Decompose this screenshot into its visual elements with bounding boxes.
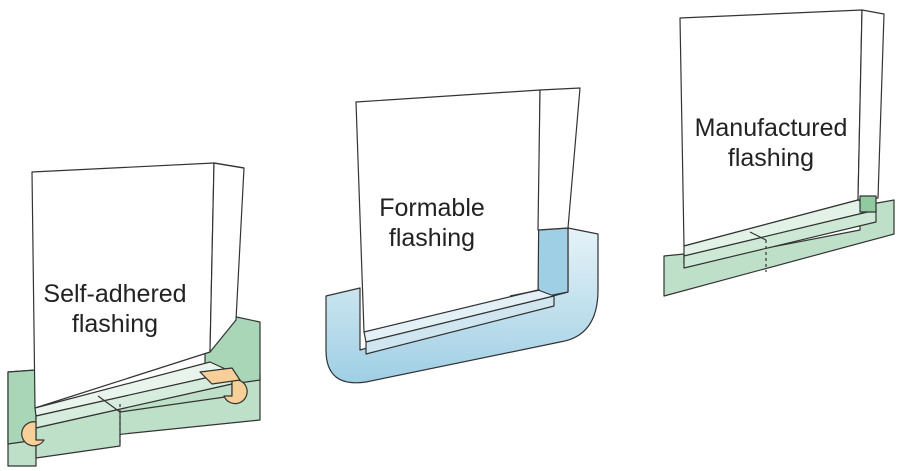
manufactured-label-line1: Manufactured <box>694 114 848 142</box>
manufactured-label-line2: flashing <box>727 144 815 172</box>
manufactured-window <box>663 9 895 297</box>
self-adhered-frame-top <box>213 162 245 169</box>
self-adhered-label-line2: flashing <box>71 310 159 338</box>
self-adhered-corner-patch-left <box>21 421 45 447</box>
manufactured-frame-side <box>857 9 885 201</box>
formable-label-line2: flashing <box>388 224 476 252</box>
formable-flashing-label: Formable flashing <box>362 193 502 253</box>
manufactured-flashing-label: Manufactured flashing <box>676 113 866 173</box>
self-adhered-flashing-label: Self-adhered flashing <box>20 279 210 339</box>
formable-label-line1: Formable <box>379 194 485 222</box>
formable-window <box>325 87 599 384</box>
formable-right-panel <box>537 227 569 299</box>
self-adhered-corner-patch-right <box>223 378 248 405</box>
self-adhered-label-line1: Self-adhered <box>43 280 187 308</box>
self-adhered-window <box>7 162 261 467</box>
formable-frame-side <box>537 87 581 231</box>
